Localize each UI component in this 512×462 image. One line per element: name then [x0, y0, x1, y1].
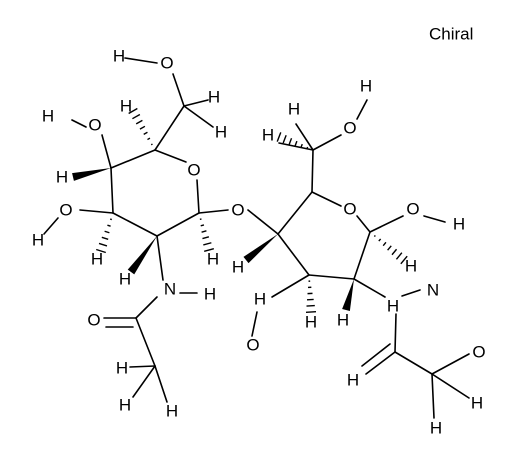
atom-label-H: N	[427, 281, 439, 300]
atom-label-H: H	[166, 402, 178, 421]
hash-bond	[305, 280, 317, 313]
atom-label-H: H	[32, 231, 44, 250]
hash-bond	[128, 107, 153, 146]
atom-label-H: H	[215, 123, 227, 142]
stereo-bond-layer	[72, 107, 408, 313]
atom-label-O: O	[406, 200, 419, 219]
atom-label-H: H	[453, 215, 465, 234]
atom-label-H: O	[472, 343, 485, 362]
atom-label-O: O	[231, 201, 244, 220]
hash-bond	[276, 132, 309, 149]
atom-label-H: H	[56, 168, 68, 187]
atom-label-H: H	[120, 97, 132, 116]
atom-label-H: H	[305, 313, 317, 332]
atom-label-O: O	[87, 311, 100, 330]
atom-label-H: H	[337, 311, 349, 330]
atom-label-O: O	[88, 116, 101, 135]
atom-label-N: N	[164, 280, 176, 299]
hash-bond	[199, 218, 215, 252]
atom-label-O: O	[160, 54, 173, 73]
atom-label-H: H	[204, 285, 216, 304]
atom-label-N: H	[387, 297, 399, 316]
atom-label-O: H	[347, 371, 359, 390]
wedge-bond	[127, 236, 157, 275]
atom-label-H: H	[119, 396, 131, 415]
atom-label-layer: H O H H H H O O H O H H H H N H O H H H …	[32, 25, 486, 438]
wedge-bond	[243, 234, 278, 264]
atom-label-H: H	[405, 257, 417, 276]
atom-label-H: H	[471, 394, 483, 413]
atom-label-H: H	[360, 77, 372, 96]
atom-label-O: H	[254, 290, 266, 309]
bond-layer	[43, 57, 470, 419]
atom-label-H: H	[262, 126, 274, 145]
wedge-bond	[342, 279, 354, 311]
atom-label-O: O	[59, 201, 72, 220]
atom-label-H: H	[430, 419, 442, 438]
chiral-label: Chiral	[429, 25, 473, 44]
atom-label-H: H	[119, 270, 131, 289]
hash-bond	[96, 218, 113, 254]
atom-label-H: H	[113, 47, 125, 66]
wedge-bond	[72, 168, 111, 181]
atom-label-H: H	[208, 88, 220, 107]
atom-label-H: H	[288, 100, 300, 119]
atom-label-H: H	[207, 250, 219, 269]
atom-label-O: O	[187, 161, 200, 180]
hash-bond	[373, 235, 408, 265]
atom-label-H: H	[42, 107, 54, 126]
atom-label-H: H	[232, 258, 244, 277]
atom-label-O: O	[343, 200, 356, 219]
atom-label-H: O	[246, 336, 259, 355]
atom-label-O: O	[343, 119, 356, 138]
atom-label-H: H	[116, 359, 128, 378]
atom-label-H: H	[91, 250, 103, 269]
